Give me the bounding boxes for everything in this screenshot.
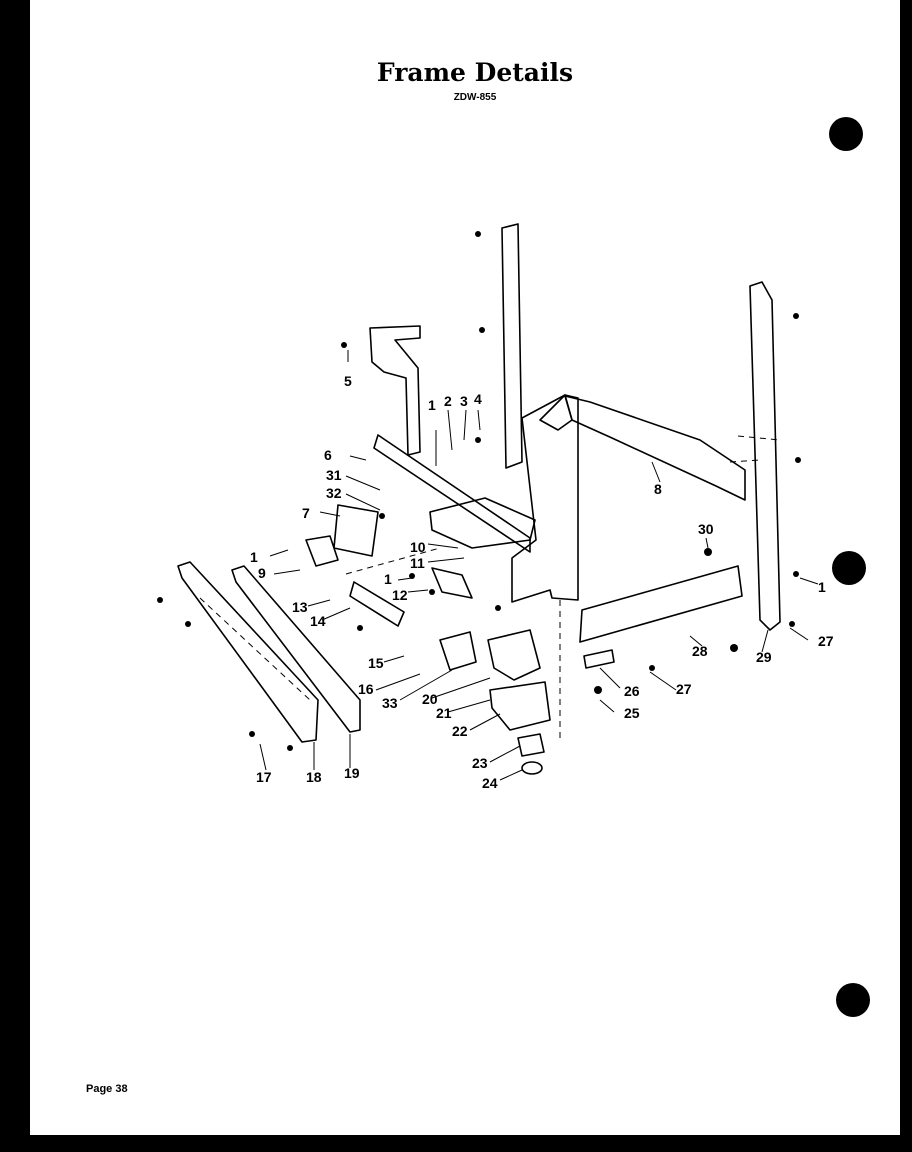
strip-part bbox=[349, 581, 405, 627]
callout-23: 23 bbox=[472, 755, 488, 771]
center-upright bbox=[501, 223, 523, 469]
callout-19: 19 bbox=[344, 765, 360, 781]
callout-11: 11 bbox=[410, 555, 425, 571]
callout-27: 27 bbox=[676, 681, 692, 697]
lower-cross-piece bbox=[429, 497, 536, 549]
callout-29: 29 bbox=[756, 649, 772, 665]
callout-12: 12 bbox=[392, 587, 408, 603]
small-bracket bbox=[583, 649, 615, 669]
callout-15: 15 bbox=[368, 655, 384, 671]
callout-25: 25 bbox=[624, 705, 640, 721]
callout-5: 5 bbox=[344, 373, 352, 389]
model-number: ZDW-855 bbox=[453, 92, 497, 103]
callout-9: 9 bbox=[258, 565, 266, 581]
callout-labels: 1 2 3 4 5 6 7 8 9 10 11 12 13 14 15 16 1… bbox=[250, 373, 834, 791]
page-title: Frame Details bbox=[376, 58, 574, 87]
toe-panel-19 bbox=[231, 565, 361, 733]
bottom-plate bbox=[579, 565, 743, 643]
callout-16: 16 bbox=[358, 681, 374, 697]
hinge-left bbox=[439, 631, 477, 671]
clip-part bbox=[305, 535, 339, 567]
page-number: Page 38 bbox=[86, 1083, 128, 1095]
callout-20: 20 bbox=[422, 691, 438, 707]
plate-part bbox=[333, 504, 379, 557]
foot-pad bbox=[521, 761, 543, 775]
callout-18: 18 bbox=[306, 769, 322, 785]
binder-hole-top bbox=[829, 117, 863, 151]
right-rail bbox=[749, 281, 781, 631]
screws bbox=[157, 231, 801, 751]
hinge-right bbox=[487, 629, 541, 681]
bracket-part bbox=[431, 567, 473, 599]
callout-26: 26 bbox=[624, 683, 640, 699]
callout-2: 2 bbox=[444, 393, 452, 409]
callout-4: 4 bbox=[474, 391, 482, 407]
callout-21: 21 bbox=[436, 705, 452, 721]
page-sheet bbox=[30, 0, 900, 1135]
right-side-panel bbox=[511, 394, 579, 603]
callout-28: 28 bbox=[692, 643, 708, 659]
callout-22: 22 bbox=[452, 723, 468, 739]
callout-1d: 1 bbox=[384, 571, 392, 587]
callout-10: 10 bbox=[410, 539, 426, 555]
toe-panel-18 bbox=[177, 561, 319, 743]
hinge-plate bbox=[489, 681, 551, 731]
callout-32: 32 bbox=[326, 485, 342, 501]
callout-33: 33 bbox=[382, 695, 398, 711]
binder-hole-bottom bbox=[836, 983, 870, 1017]
binder-hole-middle bbox=[832, 551, 866, 585]
callout-7: 7 bbox=[302, 505, 310, 521]
callout-24: 24 bbox=[482, 775, 498, 791]
callout-30: 30 bbox=[698, 521, 714, 537]
callout-1b: 1 bbox=[818, 579, 826, 595]
callout-27b: 27 bbox=[818, 633, 834, 649]
callout-14: 14 bbox=[310, 613, 326, 629]
rear-rail bbox=[564, 395, 746, 501]
callout-1: 1 bbox=[428, 397, 436, 413]
callout-6: 6 bbox=[324, 447, 332, 463]
callout-17: 17 bbox=[256, 769, 272, 785]
callout-8: 8 bbox=[654, 481, 662, 497]
callout-1c: 1 bbox=[250, 549, 258, 565]
top-cross-member bbox=[373, 434, 531, 553]
callout-31: 31 bbox=[326, 467, 342, 483]
callout-13: 13 bbox=[292, 599, 308, 615]
left-upper-bracket bbox=[369, 325, 421, 456]
callout-3: 3 bbox=[460, 393, 468, 409]
leveling-foot bbox=[517, 733, 545, 757]
